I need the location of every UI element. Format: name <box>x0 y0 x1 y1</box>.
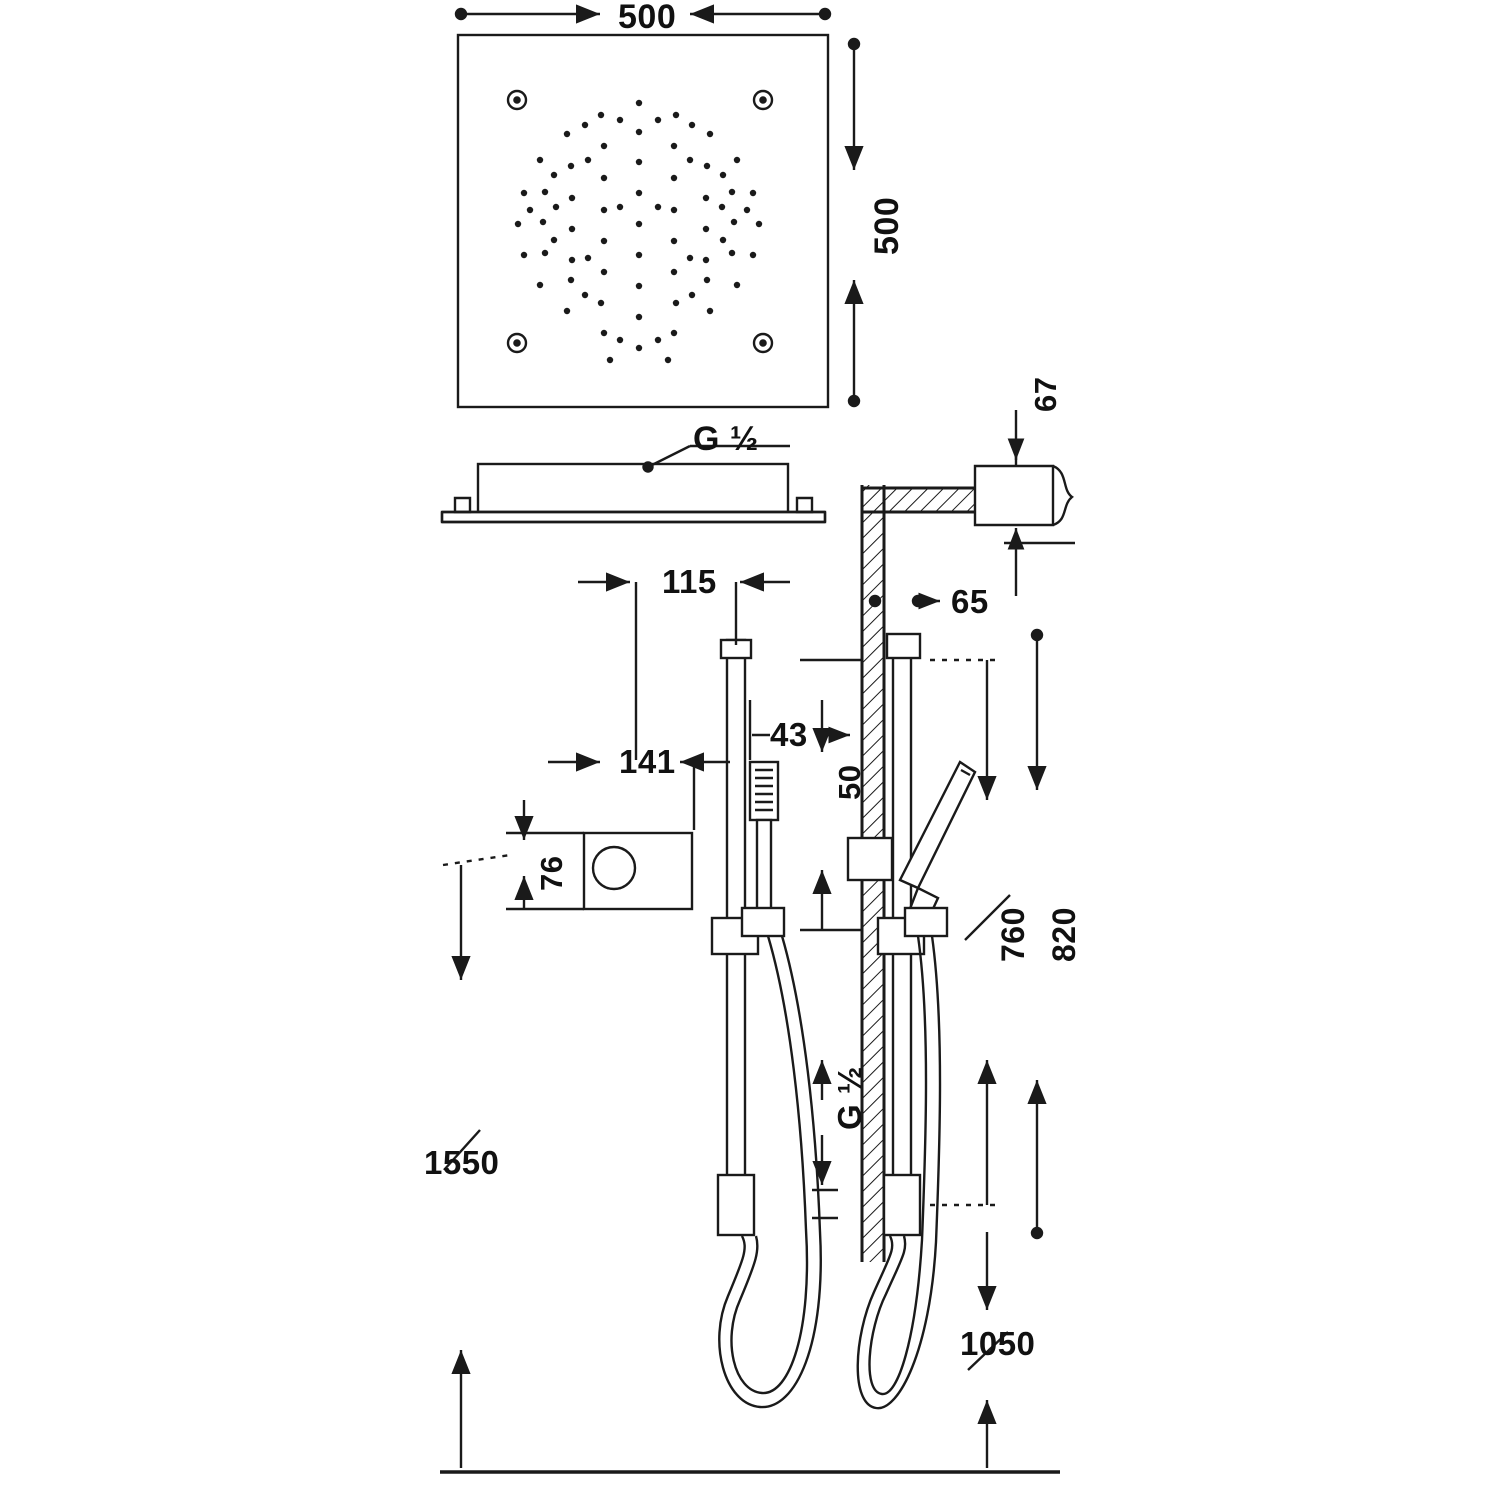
dim-115 <box>578 572 790 760</box>
dim-label-43: 43 <box>770 716 808 753</box>
dim-label-thread-top: G ½ <box>693 420 759 458</box>
corner-screws <box>506 89 774 354</box>
spray-nozzle-dots <box>514 99 763 364</box>
thermostatic-valve-plate <box>582 831 694 911</box>
dim-label-1550: 1550 <box>424 1144 500 1181</box>
dim-76 <box>506 800 584 911</box>
wall-outlet-detail <box>973 410 1075 596</box>
dim-label-65: 65 <box>951 583 989 620</box>
dim-760 <box>930 658 1011 1207</box>
ceiling-shower-section-view <box>440 444 827 524</box>
ceiling-shower-plan-view <box>456 33 830 409</box>
dim-label-1050: 1050 <box>960 1325 1036 1362</box>
dim-label-67: 67 <box>1028 376 1063 412</box>
dim-141 <box>548 752 730 830</box>
dim-label-right-500: 500 <box>868 196 906 255</box>
left-elevation-rail <box>710 638 822 1409</box>
dim-820 <box>1027 628 1047 1240</box>
dim-label-760: 760 <box>995 907 1031 962</box>
dim-label-76: 76 <box>534 855 569 891</box>
dim-65 <box>868 592 940 610</box>
dim-label-141: 141 <box>619 743 676 780</box>
dim-1050 <box>967 1232 1009 1468</box>
dim-right-500 <box>844 37 864 408</box>
dim-label-820: 820 <box>1046 907 1082 962</box>
right-elevation-rail <box>846 632 977 1410</box>
thread-leader-line <box>647 444 691 469</box>
dim-top-500 <box>454 4 832 24</box>
dim-label-top-500: 500 <box>618 0 677 36</box>
dim-50 <box>800 658 862 932</box>
dim-1550 <box>442 853 511 1468</box>
dim-G-half-bottom <box>812 1060 838 1220</box>
dim-label-50: 50 <box>832 764 867 800</box>
dim-label-thread-bottom: G ½ <box>831 1066 868 1130</box>
dim-label-115: 115 <box>662 563 717 600</box>
